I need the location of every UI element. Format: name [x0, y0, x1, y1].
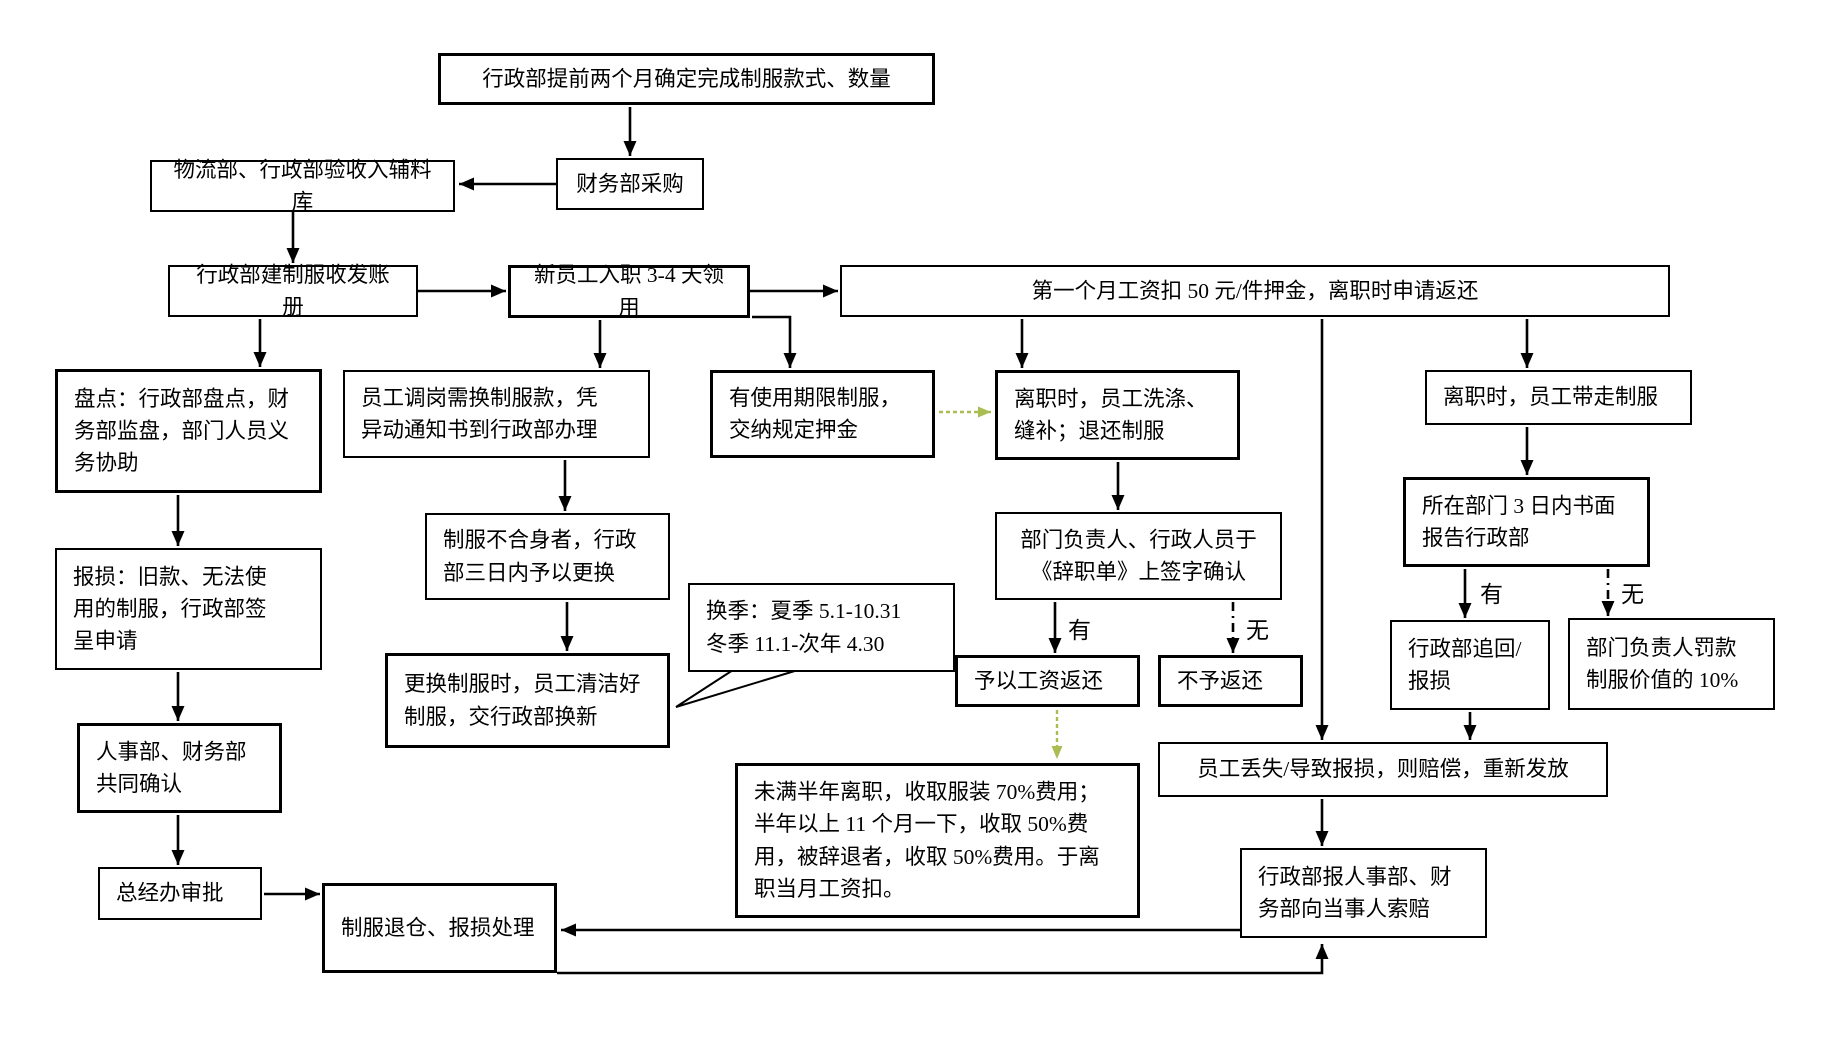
flow-node-n19: 予以工资返还	[955, 655, 1140, 707]
flow-node-n27: 部门负责人罚款 制服价值的 10%	[1568, 618, 1775, 710]
flow-arrow	[171, 495, 185, 546]
branch-label: 有	[1480, 582, 1503, 607]
flow-arrow	[561, 923, 1240, 937]
flow-arrow	[1111, 462, 1125, 510]
flow-arrow	[418, 284, 506, 298]
flow-node-n6: 第一个月工资扣 50 元/件押金，离职时申请返还	[840, 265, 1670, 317]
flow-node-n17: 离职时，员工洗涤、 缝补；退还制服	[995, 370, 1240, 460]
flow-arrow	[286, 212, 300, 263]
flow-node-n18: 部门负责人、行政人员于 《辞职单》上签字确认	[995, 512, 1282, 600]
flow-node-n1: 行政部提前两个月确定完成制服款式、数量	[438, 53, 935, 105]
flow-node-n4: 行政部建制服收发账册	[168, 263, 418, 319]
flow-arrow	[459, 177, 556, 191]
flow-arrow	[1315, 319, 1329, 740]
flow-node-n9: 人事部、财务部 共同确认	[77, 723, 282, 813]
flow-arrow	[1015, 319, 1029, 368]
flow-node-n15: 有使用期限制服， 交纳规定押金	[710, 370, 935, 458]
flow-node-n10: 总经办审批	[98, 867, 262, 920]
flow-arrow	[1463, 712, 1477, 740]
flow-node-n7: 盘点：行政部盘点，财 务部监盘，部门人员义 务协助	[55, 369, 322, 493]
flow-arrow-green	[1051, 710, 1063, 759]
flow-arrow-dashdot: 无	[1226, 602, 1269, 653]
flow-arrow-dashdot: 无	[1601, 569, 1644, 616]
flow-node-n16: 换季：夏季 5.1-10.31 冬季 11.1-次年 4.30	[688, 583, 955, 672]
branch-label: 有	[1068, 618, 1091, 643]
flow-node-n26: 行政部追回/ 报损	[1390, 620, 1550, 710]
flow-node-n2: 物流部、行政部验收入辅料库	[150, 158, 455, 214]
flow-node-n8: 报损：旧款、无法使 用的制服，行政部签 呈申请	[55, 548, 322, 670]
callout-tail	[675, 669, 799, 708]
flow-arrow	[752, 315, 797, 368]
flow-arrow	[171, 815, 185, 865]
flow-node-n5: 新员工入职 3-4 天领用	[508, 263, 750, 320]
flow-node-n24: 离职时，员工带走制服	[1425, 370, 1692, 425]
flow-node-n25: 所在部门 3 日内书面 报告行政部	[1403, 477, 1650, 567]
flow-arrow: 有	[1048, 602, 1091, 653]
flow-arrow	[1520, 427, 1534, 475]
branch-label: 无	[1246, 618, 1269, 643]
flow-node-n3: 财务部采购	[556, 158, 704, 210]
branch-label: 无	[1621, 582, 1644, 607]
flow-node-n12: 员工调岗需换制服款，凭 异动通知书到行政部办理	[343, 370, 650, 458]
flow-arrow	[171, 672, 185, 721]
flow-node-n14: 更换制服时，员工清洁好 制服，交行政部换新	[385, 653, 670, 748]
flow-arrow	[1315, 799, 1329, 846]
flow-arrow	[1520, 319, 1534, 368]
flow-arrow	[593, 320, 607, 368]
flow-node-n13: 制服不合身者，行政 部三日内予以更换	[425, 513, 670, 600]
flow-node-n23: 行政部报人事部、财 务部向当事人索赔	[1240, 848, 1487, 938]
flow-arrow	[560, 602, 574, 651]
flow-node-n11: 制服退仓、报损处理	[322, 883, 557, 973]
flow-arrow	[264, 887, 320, 901]
flow-node-n21: 未满半年离职，收取服装 70%费用； 半年以上 11 个月一下，收取 50%费 …	[735, 763, 1140, 918]
flow-node-n22: 员工丢失/导致报损，则赔偿，重新发放	[1158, 742, 1608, 797]
flow-node-n20: 不予返还	[1158, 655, 1303, 707]
flow-arrow	[253, 319, 267, 367]
flow-arrow	[623, 107, 637, 156]
flow-arrow-green	[939, 406, 991, 418]
flow-arrow	[558, 460, 572, 511]
flow-arrow	[750, 284, 838, 298]
flow-arrow: 有	[1458, 569, 1503, 618]
flow-arrow	[557, 944, 1329, 975]
